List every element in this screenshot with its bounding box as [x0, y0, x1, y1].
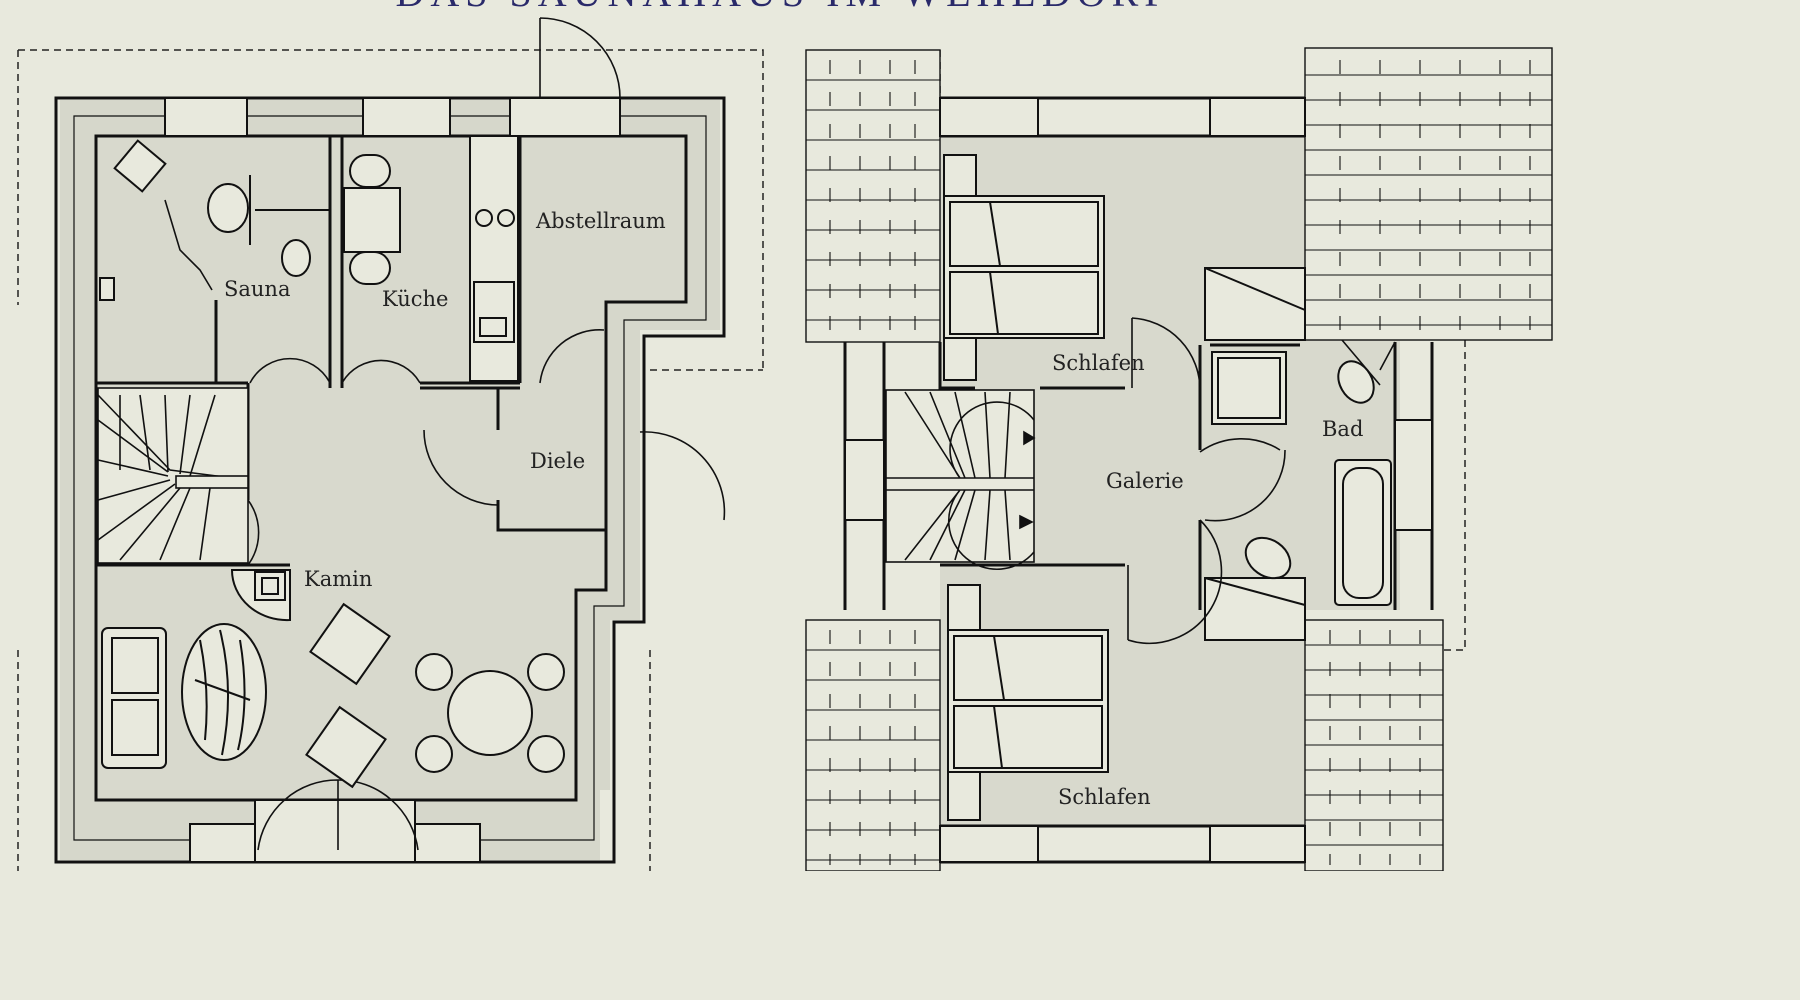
floor-plan-sheet: DAS SAUNAHAUS IM WEHLDORF [17, 0, 1553, 872]
sauna-fixtures [99, 139, 330, 301]
bed-bottom [947, 584, 1109, 821]
upper-windows [844, 97, 1433, 863]
ground-floor-plan: Sauna Küche Abstellraum Diele Kamin [17, 17, 764, 871]
bath-fixtures [1211, 351, 1392, 606]
upper-staircase [885, 389, 1036, 570]
room-label-kamin: Kamin [304, 567, 372, 591]
room-label-bad: Bad [1322, 417, 1363, 441]
room-label-diele: Diele [530, 449, 585, 473]
room-label-kueche: Küche [382, 287, 448, 311]
kitchen-counter [469, 135, 519, 382]
ground-staircase [97, 387, 249, 564]
roof-outline-dashed [17, 49, 764, 871]
upper-storage [1204, 267, 1306, 641]
upper-door-swings [1127, 317, 1396, 645]
room-label-abstellraum: Abstellraum [535, 209, 666, 233]
living-room-furniture [101, 602, 565, 789]
kitchen-dining-set [343, 154, 401, 285]
ground-floor-inner [98, 136, 686, 790]
bed-top [943, 154, 1105, 381]
room-label-schlafen-top: Schlafen [1052, 351, 1145, 375]
floor-plan-drawing: DAS SAUNAHAUS IM WEHLDORF [17, 0, 1553, 872]
ground-top-windows [164, 97, 621, 137]
plan-title: DAS SAUNAHAUS IM WEHLDORF [395, 0, 1172, 15]
ground-bottom-windows [189, 799, 481, 863]
room-label-galerie: Galerie [1106, 469, 1184, 493]
ground-door-swings [164, 17, 726, 851]
roof-panel-lines [806, 60, 1552, 865]
upper-floor-plan: Schlafen Bad Galerie Schlafen [805, 47, 1553, 872]
room-label-schlafen-bottom: Schlafen [1058, 785, 1151, 809]
room-label-sauna: Sauna [224, 277, 290, 301]
fireplace [230, 569, 291, 622]
